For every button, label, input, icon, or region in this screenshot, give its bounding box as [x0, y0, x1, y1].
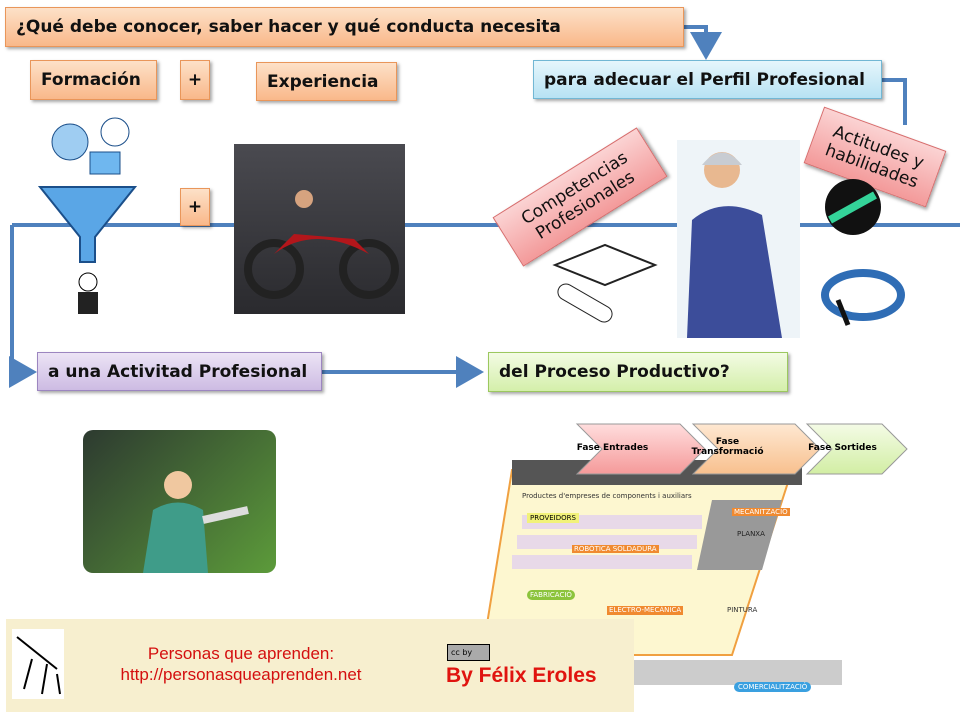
formacion-box: Formación	[30, 60, 157, 100]
author-credit: By Félix Eroles	[446, 664, 597, 687]
experiencia-box: Experiencia	[256, 62, 397, 101]
graduation-cap-clipart	[545, 240, 660, 335]
footer-url[interactable]: http://personasqueaprenden.net	[120, 665, 362, 684]
logo-signature	[12, 629, 64, 699]
phase-transformacio: Fase Transformació	[691, 437, 764, 457]
productes-label: Productes d'empreses de components i aux…	[522, 492, 692, 500]
actividad-box: a una Activitad Profesional	[37, 352, 322, 391]
footer-banner: Personas que aprenden: http://personasqu…	[6, 619, 634, 712]
electro-label: ELECTRO-MECÀNICA	[607, 606, 684, 615]
robotica-label: ROBÒTICA SOLDADURA	[572, 545, 659, 553]
cc-license-icon[interactable]: cc by	[447, 644, 490, 661]
fabricacio-label: FABRICACIÓ	[527, 590, 575, 600]
plus-box: +	[180, 60, 210, 100]
toolbelt-clipart	[818, 255, 908, 335]
phase-entrades: Fase Entrades	[576, 443, 649, 453]
comercial-label: COMERCIALITZACIÓ	[734, 682, 812, 692]
phase-sortides: Fase Sortides	[808, 443, 877, 453]
phase-arrows	[575, 423, 908, 475]
tools-clipart	[815, 175, 895, 240]
planxa-label: PLANXA	[737, 530, 765, 538]
proveidors-label: PROVEIDORS	[527, 513, 579, 523]
motorcycle-photo	[234, 144, 405, 314]
mecanitzacio-label: MECANITZACIÓ	[732, 508, 790, 516]
footer-line1: Personas que aprenden:	[147, 644, 335, 663]
funnel-clipart	[30, 112, 145, 322]
mechanic-clipart	[83, 430, 276, 573]
pintura-label: PINTURA	[727, 606, 758, 614]
engineer-photo	[677, 140, 800, 338]
perfil-box: para adecuar el Perfil Profesional	[533, 60, 882, 99]
proceso-box: del Proceso Productivo?	[488, 352, 788, 392]
question-title: ¿Qué debe conocer, saber hacer y qué con…	[5, 7, 684, 47]
plus-box-2: +	[180, 188, 210, 226]
license-text: cc by	[451, 648, 473, 657]
